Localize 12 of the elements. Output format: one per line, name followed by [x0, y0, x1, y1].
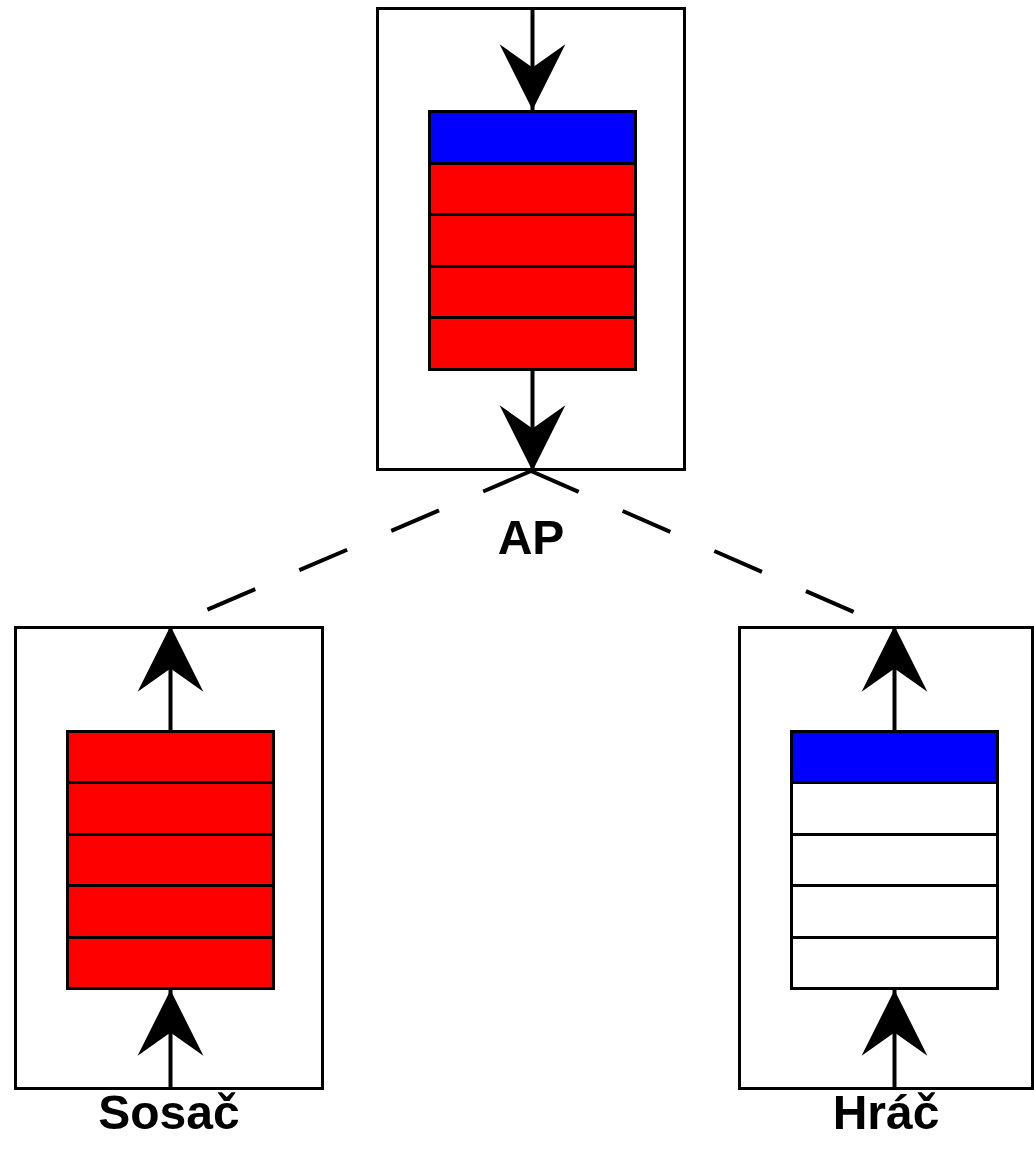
arrow [137, 990, 204, 1090]
arrow [861, 990, 928, 1090]
queue-stack [428, 110, 637, 371]
arrow [499, 371, 566, 471]
box-label: AP [497, 514, 565, 562]
queue-stack [66, 730, 275, 990]
box-label: Hráč [832, 1089, 940, 1137]
box-label: Sosač [98, 1089, 240, 1137]
queue-stack [790, 730, 999, 990]
arrow [499, 7, 566, 110]
arrow [861, 626, 928, 730]
arrow [137, 626, 204, 730]
